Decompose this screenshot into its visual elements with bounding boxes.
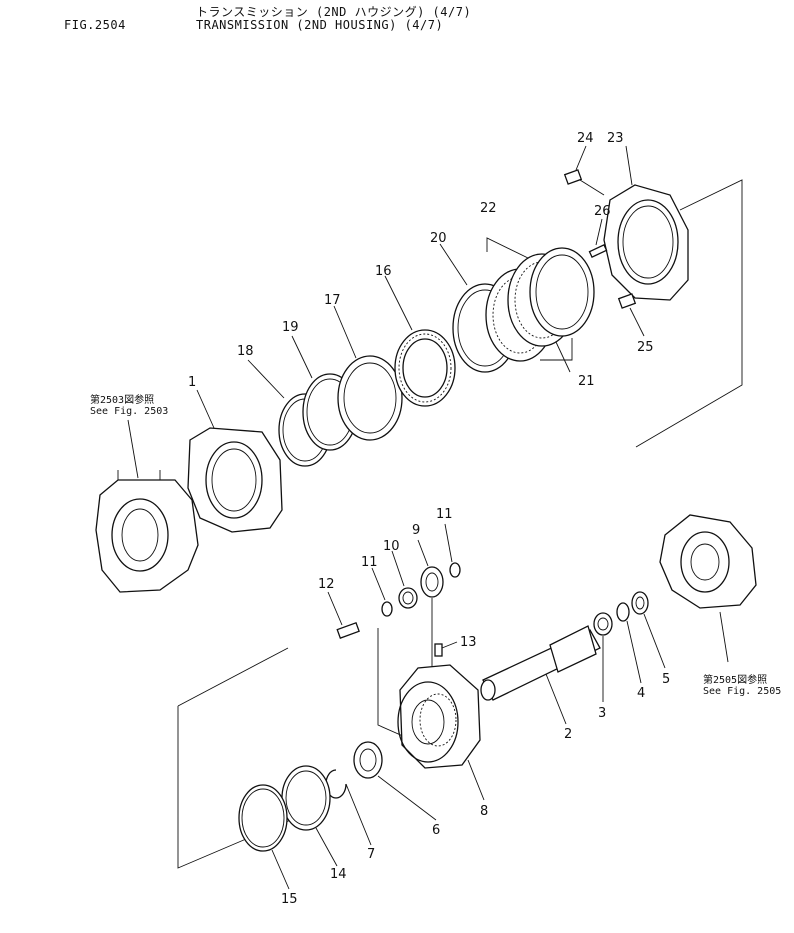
callout-8: 8 [480, 804, 488, 819]
callout-21: 21 [578, 374, 595, 389]
title-japanese: トランスミッション (2ND ハウジング) (4/7) [196, 5, 472, 19]
callout-25: 25 [637, 340, 654, 355]
callout-11-b: 11 [436, 507, 453, 522]
callout-4: 4 [637, 686, 645, 701]
callout-12: 12 [318, 577, 335, 592]
part-housing-right [659, 514, 757, 609]
callout-23: 23 [607, 131, 624, 146]
callout-15: 15 [281, 892, 298, 907]
part-1-cover [187, 427, 283, 533]
bracket-21 [540, 338, 573, 361]
part-17-piston [337, 355, 403, 441]
callout-10: 10 [383, 539, 400, 554]
part-10-bearing [398, 587, 418, 609]
callout-1: 1 [188, 375, 196, 390]
part-14-plate [281, 765, 331, 831]
part-8-carrier [397, 664, 481, 769]
part-24-plug [563, 169, 605, 196]
callout-3: 3 [598, 706, 606, 721]
callout-20: 20 [430, 231, 447, 246]
bracket-line-lower-top [177, 647, 289, 707]
bracket-line-13 [377, 628, 413, 741]
part-15-ring [238, 784, 288, 852]
part-26-pin [588, 244, 608, 258]
part-3-bearing [593, 612, 613, 636]
callout-7: 7 [367, 847, 375, 862]
callout-22: 22 [480, 201, 497, 216]
ref-left-jp: 第2503図参照 [90, 393, 154, 406]
part-22-discs [485, 247, 595, 362]
part-12-pin [336, 621, 360, 639]
ref-left-en: See Fig. 2503 [90, 406, 168, 417]
part-6-bearing [353, 741, 383, 779]
part-housing-left [95, 470, 199, 593]
callout-5: 5 [662, 672, 670, 687]
title-english: TRANSMISSION (2ND HOUSING) (4/7) [196, 18, 444, 32]
callout-13: 13 [460, 635, 477, 650]
callout-17: 17 [324, 293, 341, 308]
callout-14: 14 [330, 867, 347, 882]
part-23-housing-plate [603, 184, 689, 301]
part-13-pin [434, 643, 443, 657]
part-9-gear [420, 566, 444, 598]
callout-11-a: 11 [361, 555, 378, 570]
callout-19: 19 [282, 320, 299, 335]
figure-number: FIG.2504 [64, 18, 126, 32]
bracket-line-lower [177, 706, 301, 869]
callout-9: 9 [412, 523, 420, 538]
callout-18: 18 [237, 344, 254, 359]
part-16-gear [394, 329, 456, 407]
ref-right-en: See Fig. 2505 [703, 686, 781, 697]
leader-lines [127, 145, 729, 890]
callout-24: 24 [577, 131, 594, 146]
callout-6: 6 [432, 823, 440, 838]
part-11-washer-b [449, 562, 461, 578]
part-4-ring [616, 602, 630, 622]
part-5-bearing [631, 591, 649, 615]
bracket-line-upper [635, 179, 743, 448]
callout-2: 2 [564, 727, 572, 742]
part-11-washer-a [381, 601, 393, 617]
ref-right-jp: 第2505図参照 [703, 673, 767, 686]
part-25-plug [617, 293, 637, 309]
callout-16: 16 [375, 264, 392, 279]
part-2-shaft [480, 625, 601, 701]
bracket-22 [486, 237, 529, 259]
callout-26: 26 [594, 204, 611, 219]
